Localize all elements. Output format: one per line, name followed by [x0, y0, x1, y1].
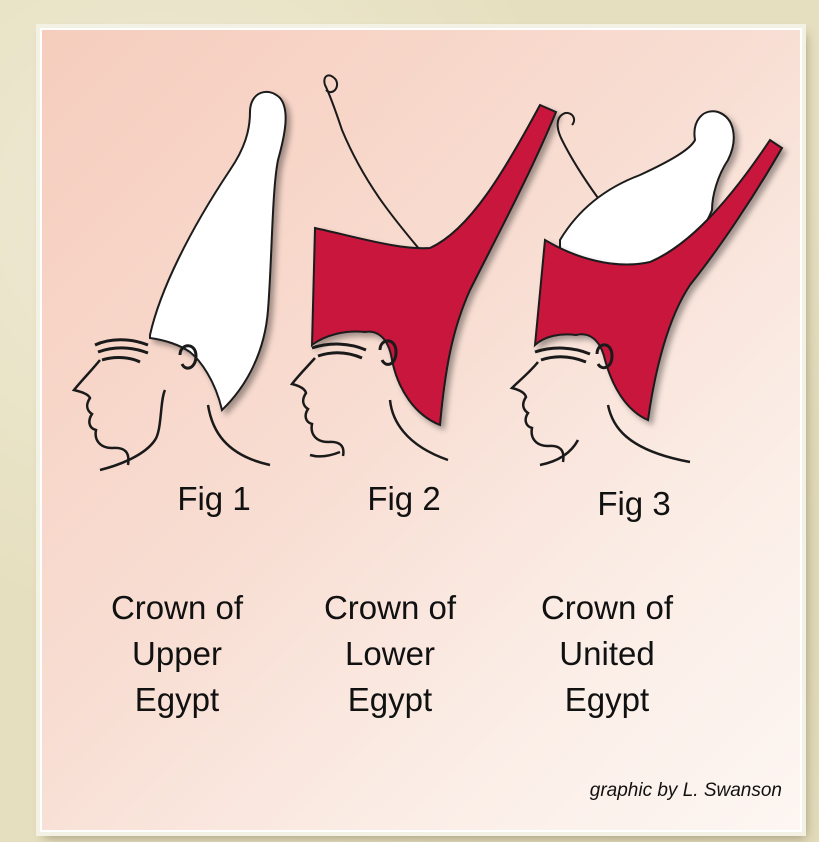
eye-icon	[312, 344, 366, 358]
fig-1-caption: Crown of Upper Egypt	[67, 585, 287, 723]
caption-line: Egypt	[497, 677, 717, 723]
white-crown-icon	[150, 92, 286, 410]
fig-1-label: Fig 1	[124, 480, 304, 518]
red-crown-icon	[312, 105, 556, 425]
eye-icon	[95, 340, 148, 362]
caption-line: Lower	[280, 631, 500, 677]
caption-line: Crown of	[67, 585, 287, 631]
diagram-card: Fig 1 Fig 2 Fig 3 Crown of Upper Egypt C…	[40, 28, 802, 832]
fig-2-caption: Crown of Lower Egypt	[280, 585, 500, 723]
face-profile-icon	[512, 362, 690, 465]
crown-curl-icon	[558, 113, 598, 198]
eye-icon	[535, 348, 590, 362]
caption-line: Crown of	[280, 585, 500, 631]
caption-line: Crown of	[497, 585, 717, 631]
fig-3-caption: Crown of United Egypt	[497, 585, 717, 723]
white-crown-profile-icon	[74, 92, 286, 470]
caption-line: Egypt	[280, 677, 500, 723]
red-crown-profile-icon	[292, 75, 556, 460]
caption-line: United	[497, 631, 717, 677]
caption-line: Upper	[67, 631, 287, 677]
double-crown-profile-icon	[512, 111, 782, 465]
crown-curl-icon	[324, 75, 420, 250]
fig-3-label: Fig 3	[544, 485, 724, 523]
caption-line: Egypt	[67, 677, 287, 723]
fig-2-label: Fig 2	[314, 480, 494, 518]
graphic-credit: graphic by L. Swanson	[590, 780, 782, 802]
